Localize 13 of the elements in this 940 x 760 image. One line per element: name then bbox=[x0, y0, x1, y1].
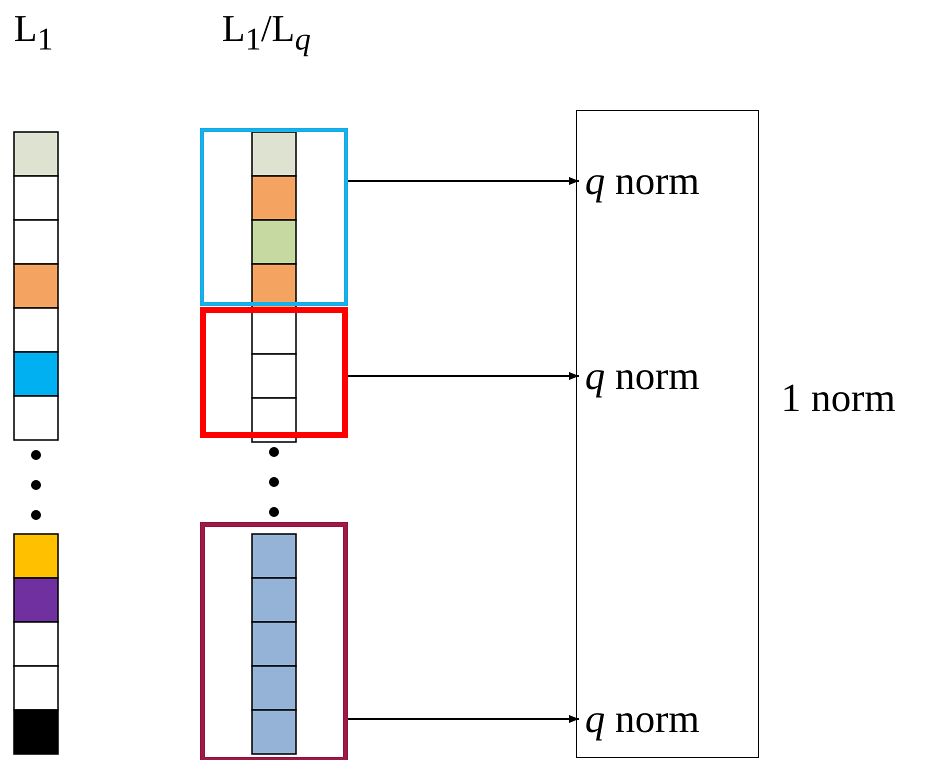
norm-box bbox=[576, 110, 759, 758]
column-heading: L$_{1}$/L$_{q}$ bbox=[222, 10, 311, 56]
group-outline bbox=[200, 522, 348, 760]
column-heading: L$_{1}$ bbox=[14, 10, 54, 56]
norm-label: q norm bbox=[585, 161, 700, 201]
norm-label: q norm bbox=[585, 356, 700, 396]
norm-label: 1 norm bbox=[781, 378, 896, 418]
group-outline bbox=[200, 307, 348, 438]
arrow bbox=[348, 177, 579, 185]
norm-label: q norm bbox=[585, 699, 700, 739]
arrow bbox=[348, 372, 579, 380]
arrow bbox=[348, 715, 579, 723]
group-outline bbox=[200, 128, 348, 306]
